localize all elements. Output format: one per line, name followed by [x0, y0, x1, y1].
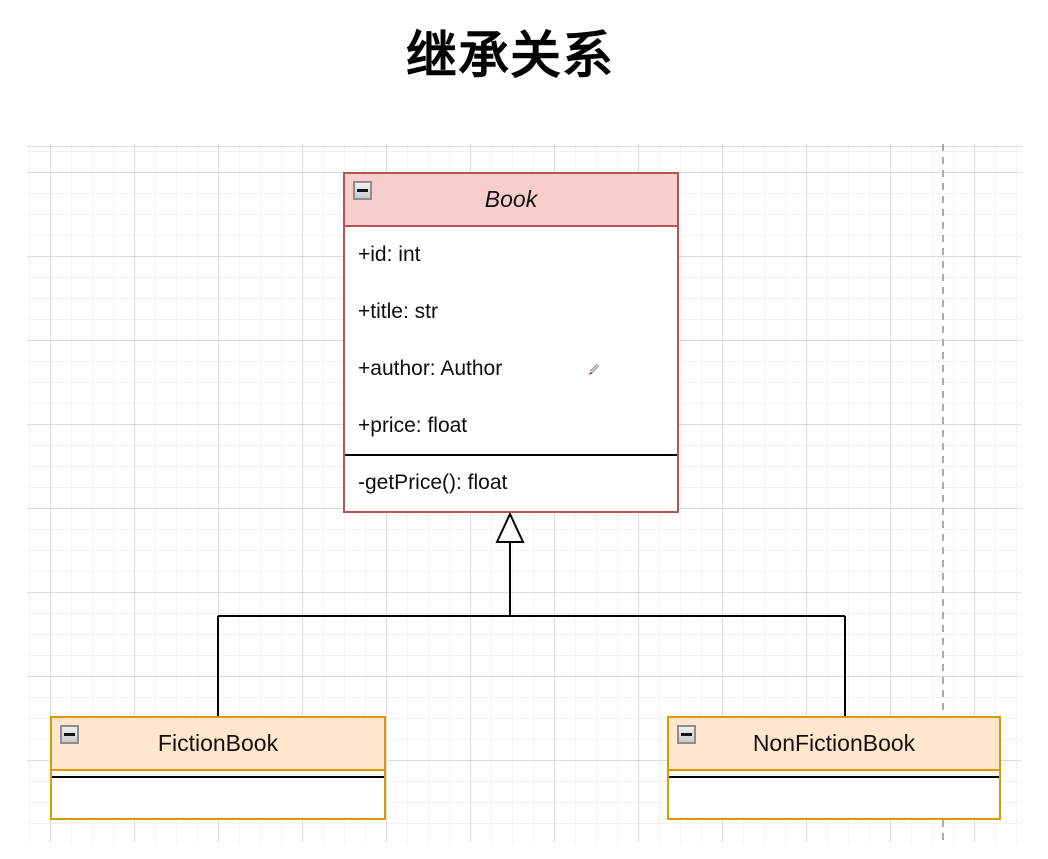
book-header: Book: [345, 174, 677, 227]
attribute-row: +author: Author: [358, 356, 503, 380]
nonfictionbook-body: [669, 771, 999, 818]
attributes-methods-divider: [345, 454, 677, 456]
collapse-icon[interactable]: [677, 725, 696, 744]
class-name: FictionBook: [157, 730, 279, 756]
class-name: NonFictionBook: [752, 730, 916, 756]
fictionbook-body: [52, 771, 384, 818]
uml-class-fictionbook[interactable]: FictionBook: [50, 716, 386, 820]
collapse-icon[interactable]: [60, 725, 79, 744]
attribute-row: +price: float: [358, 413, 468, 437]
book-methods-section: -getPrice(): float: [345, 456, 677, 509]
method-row: -getPrice(): float: [358, 470, 508, 494]
collapse-icon[interactable]: [353, 181, 372, 200]
uml-class-book[interactable]: Book +id: int +title: str +author: Autho…: [343, 172, 679, 513]
attribute-row: +title: str: [358, 300, 438, 324]
nonfictionbook-header: NonFictionBook: [669, 718, 999, 771]
book-attributes-section: +id: int +title: str +author: Author +pr…: [345, 227, 677, 454]
pencil-cursor-icon: [588, 363, 600, 375]
page-title: 继承关系: [405, 27, 614, 84]
fictionbook-header: FictionBook: [52, 718, 384, 771]
minus-icon: [64, 733, 75, 736]
attributes-methods-divider: [669, 776, 999, 778]
class-name: Book: [484, 186, 538, 212]
empty-methods-section: [52, 778, 384, 818]
page-boundary-dashed-line: [942, 144, 944, 842]
uml-class-nonfictionbook[interactable]: NonFictionBook: [667, 716, 1001, 820]
attribute-row: +id: int: [358, 243, 421, 267]
empty-methods-section: [669, 778, 999, 818]
attributes-methods-divider: [52, 776, 384, 778]
minus-icon: [681, 733, 692, 736]
minus-icon: [357, 189, 368, 192]
